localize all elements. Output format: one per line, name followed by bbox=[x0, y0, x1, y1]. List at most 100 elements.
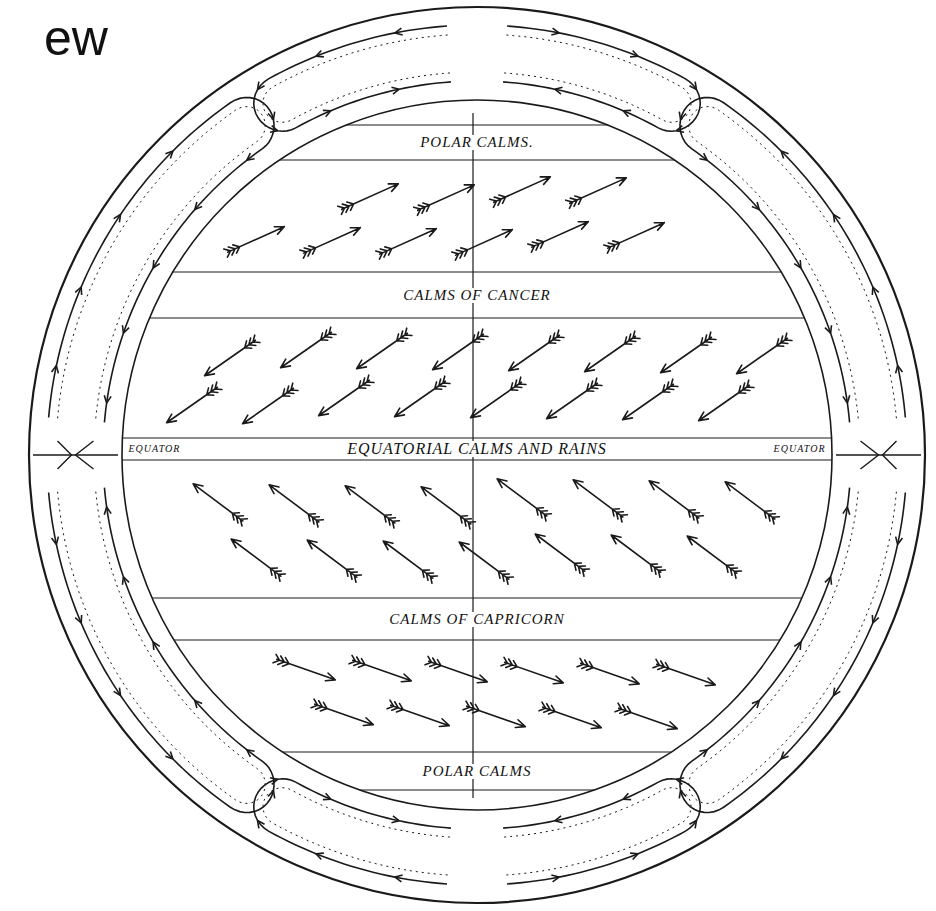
wind-arrow bbox=[433, 329, 488, 370]
wind-arrow bbox=[338, 184, 399, 215]
flow-arrowhead bbox=[551, 28, 559, 35]
band-line bbox=[283, 751, 672, 752]
flow-arrowhead bbox=[153, 260, 160, 268]
wind-arrow bbox=[725, 482, 779, 524]
flow-arrowhead bbox=[689, 82, 696, 90]
band-line bbox=[150, 317, 805, 318]
circulation-loop bbox=[504, 35, 691, 122]
flow-arrowhead bbox=[689, 820, 696, 828]
wind-arrow bbox=[224, 227, 285, 258]
outer-circle bbox=[29, 7, 925, 903]
flow-arrowhead bbox=[833, 215, 840, 223]
flow-arrowhead bbox=[623, 793, 631, 799]
wind-arrow bbox=[661, 332, 716, 373]
flow-arrowhead bbox=[391, 87, 399, 94]
wind-arrow bbox=[425, 656, 487, 682]
wind-arrow bbox=[243, 383, 298, 424]
wind-arrow bbox=[269, 485, 323, 527]
band-label: EQUATOR bbox=[770, 444, 830, 454]
flow-arrowhead bbox=[247, 750, 255, 757]
flow-arrowhead bbox=[114, 215, 121, 223]
circulation-loop bbox=[58, 107, 266, 422]
wind-arrow bbox=[699, 380, 754, 421]
flow-arrowhead bbox=[104, 507, 111, 515]
flow-arrowhead bbox=[623, 110, 631, 116]
flow-arrowhead bbox=[551, 875, 559, 882]
flow-arrowhead bbox=[555, 816, 563, 823]
flow-arrowhead bbox=[391, 816, 399, 823]
flow-arrowhead bbox=[247, 153, 255, 160]
flow-arrowhead bbox=[316, 50, 324, 56]
wind-arrow bbox=[281, 327, 336, 368]
band-line bbox=[152, 597, 802, 598]
wind-arrow bbox=[535, 534, 589, 576]
calm-band: POLAR CALMS bbox=[366, 753, 589, 789]
wind-arrow bbox=[653, 659, 715, 685]
wind-arrow bbox=[273, 654, 335, 680]
flow-arrowhead bbox=[676, 126, 684, 133]
flow-arrowhead bbox=[165, 751, 173, 759]
wind-arrow bbox=[395, 376, 450, 417]
band-label: EQUATORIAL CALMS AND RAINS bbox=[343, 441, 611, 457]
flow-arrowhead bbox=[555, 87, 563, 94]
flow-arrowhead bbox=[52, 537, 59, 545]
wind-arrow bbox=[421, 487, 475, 529]
wind-arrow bbox=[501, 657, 563, 683]
flow-arrowhead bbox=[75, 615, 81, 623]
circulation-loop bbox=[689, 107, 897, 422]
flow-arrowhead bbox=[323, 793, 331, 799]
wind-arrow bbox=[357, 328, 412, 369]
flow-arrowhead bbox=[699, 153, 707, 160]
wind-arrow bbox=[649, 481, 703, 523]
band-line bbox=[122, 437, 831, 438]
flow-arrowhead bbox=[872, 615, 878, 623]
wind-arrow bbox=[604, 223, 665, 254]
convergence-mark bbox=[883, 441, 897, 469]
wind-arrow bbox=[497, 479, 551, 521]
flow-arrowhead bbox=[195, 202, 202, 210]
circulation-loop bbox=[503, 26, 700, 131]
wind-arrow bbox=[585, 331, 640, 372]
flow-arrowhead bbox=[395, 28, 403, 35]
calm-band: CALMS OF CANCER bbox=[179, 273, 775, 317]
flow-arrowhead bbox=[123, 577, 130, 585]
wind-arrow bbox=[737, 333, 792, 374]
circulation-loop bbox=[58, 488, 266, 803]
flow-arrowhead bbox=[268, 790, 275, 798]
flow-arrowhead bbox=[781, 151, 789, 159]
wind-arrow bbox=[490, 177, 551, 208]
flow-arrowhead bbox=[165, 151, 173, 159]
flow-arrowhead bbox=[104, 395, 111, 403]
wind-arrow bbox=[528, 222, 589, 253]
band-line bbox=[173, 271, 781, 272]
wind-arrow bbox=[193, 484, 247, 526]
flow-arrowhead bbox=[323, 110, 331, 116]
flow-arrowhead bbox=[825, 325, 832, 333]
band-line bbox=[346, 124, 608, 125]
flow-arrowhead bbox=[75, 287, 81, 295]
illustration bbox=[29, 7, 925, 903]
flow-arrowhead bbox=[699, 750, 707, 757]
wind-arrow bbox=[615, 703, 677, 729]
circulation-loop bbox=[680, 98, 905, 423]
wind-arrow bbox=[349, 655, 411, 681]
wind-arrow bbox=[319, 375, 374, 416]
convergence-mark bbox=[58, 441, 72, 469]
flow-arrowhead bbox=[825, 577, 832, 585]
flow-arrowhead bbox=[896, 537, 903, 545]
flow-arrowhead bbox=[270, 778, 278, 785]
wind-arrow bbox=[205, 335, 260, 376]
band-line bbox=[174, 639, 780, 640]
wind-arrow bbox=[414, 185, 475, 216]
flow-arrowhead bbox=[630, 853, 638, 859]
slide-title-box: ew bbox=[44, 8, 108, 68]
circulation-loop bbox=[503, 779, 700, 884]
flow-arrowhead bbox=[52, 366, 59, 374]
slide-title: ew bbox=[44, 10, 108, 66]
wind-arrow bbox=[687, 536, 741, 578]
wind-arrow bbox=[573, 480, 627, 522]
flow-arrowhead bbox=[257, 82, 264, 90]
flow-arrowhead bbox=[195, 700, 202, 708]
circulation-loop bbox=[689, 488, 897, 803]
